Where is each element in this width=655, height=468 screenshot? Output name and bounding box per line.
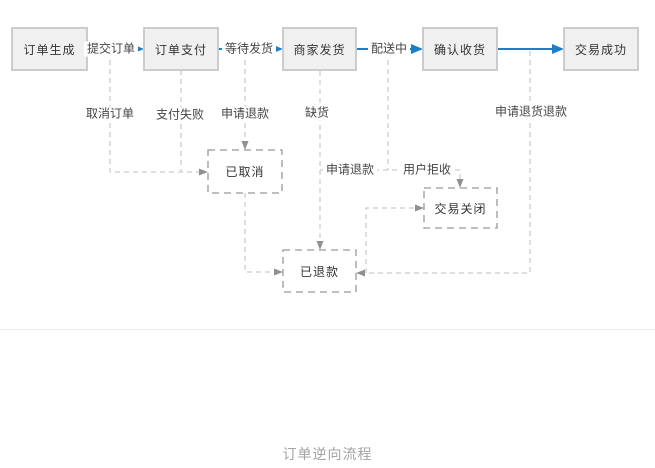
edge-return-refund-line bbox=[356, 51, 531, 277]
diagram-caption: 订单逆向流程 bbox=[282, 446, 373, 462]
node-refunded-box bbox=[282, 249, 357, 293]
edge-to-deal-closed-line bbox=[320, 169, 464, 188]
separator-line bbox=[0, 329, 655, 330]
node-order-paid-box bbox=[143, 27, 219, 71]
connector-lines bbox=[11, 27, 639, 293]
node-deal-closed-box bbox=[423, 187, 498, 229]
edge-refund-closed-branch bbox=[365, 204, 424, 273]
edge-cancel-order-line bbox=[109, 51, 208, 176]
edge-cancelled-refunded-line bbox=[244, 193, 283, 276]
node-cancelled-box bbox=[207, 149, 283, 194]
node-confirm-receipt-box bbox=[422, 27, 498, 71]
node-deal-success-box bbox=[563, 27, 639, 71]
node-merchant-ship-box bbox=[282, 27, 357, 71]
node-order-created-box bbox=[11, 27, 88, 71]
